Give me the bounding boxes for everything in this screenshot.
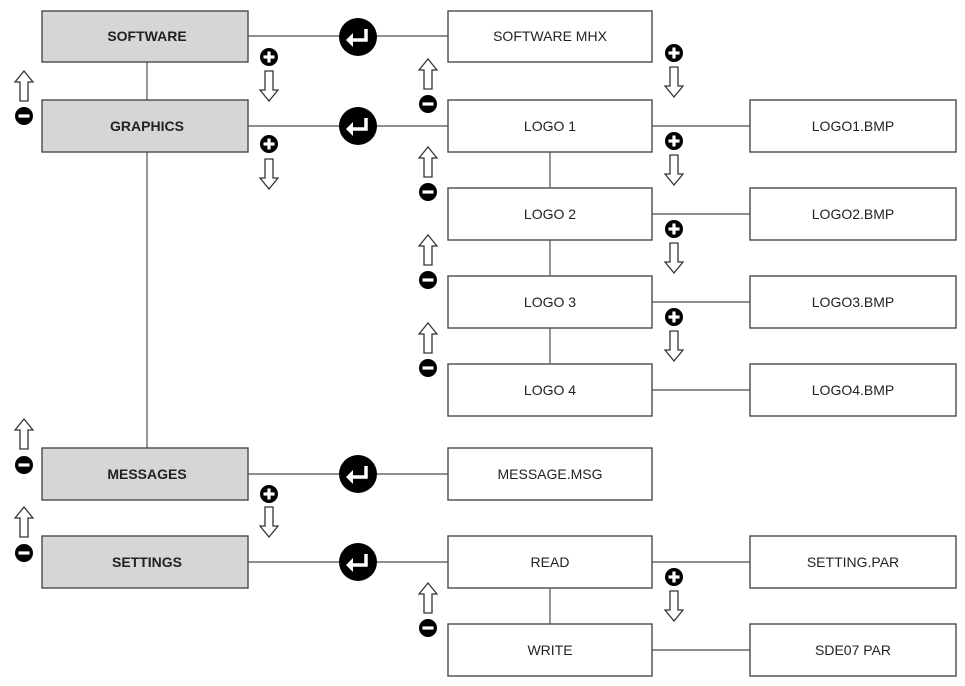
minus-icon[interactable] [15, 107, 33, 125]
file-label-logo2-bmp: LOGO2.BMP [812, 206, 894, 222]
arrow-down-icon [664, 590, 684, 622]
arrow-down-icon [664, 242, 684, 274]
menu-label-software: SOFTWARE [107, 28, 186, 44]
option-minus-icons [418, 58, 438, 637]
enter-icon[interactable] [338, 17, 378, 57]
option-box-read[interactable]: READ [447, 535, 653, 589]
file-label-setting-par: SETTING.PAR [807, 554, 899, 570]
option-box-message-msg[interactable]: MESSAGE.MSG [447, 447, 653, 501]
option-column: SOFTWARE MHX LOGO 1 LOGO 2 LOGO 3 LOGO 4… [447, 10, 653, 677]
menu-label-messages: MESSAGES [107, 466, 186, 482]
arrow-down-icon [259, 70, 279, 102]
option-box-software-mhx[interactable]: SOFTWARE MHX [447, 10, 653, 63]
option-label-write: WRITE [527, 642, 572, 658]
option-box-logo-2[interactable]: LOGO 2 [447, 187, 653, 241]
file-box-logo4-bmp[interactable]: LOGO4.BMP [749, 363, 957, 417]
menu-box-software[interactable]: SOFTWARE [41, 10, 249, 63]
menu-plus-icons [259, 48, 279, 538]
menu-box-messages[interactable]: MESSAGES [41, 447, 249, 501]
minus-icon[interactable] [419, 183, 437, 201]
arrow-up-icon [418, 58, 438, 90]
option-label-read: READ [531, 554, 570, 570]
minus-icon[interactable] [15, 456, 33, 474]
enter-icon[interactable] [338, 106, 378, 146]
plus-icon[interactable] [665, 132, 683, 150]
plus-icon[interactable] [665, 220, 683, 238]
option-box-logo-4[interactable]: LOGO 4 [447, 363, 653, 417]
plus-icon[interactable] [665, 308, 683, 326]
plus-icon[interactable] [665, 44, 683, 62]
option-label-message-msg: MESSAGE.MSG [497, 466, 602, 482]
arrow-up-icon [14, 506, 34, 538]
arrow-up-icon [418, 146, 438, 178]
file-box-sde07-par[interactable]: SDE07 PAR [749, 623, 957, 677]
file-box-logo3-bmp[interactable]: LOGO3.BMP [749, 275, 957, 329]
minus-icon[interactable] [419, 359, 437, 377]
left-nav-icons [14, 70, 34, 562]
file-box-logo2-bmp[interactable]: LOGO2.BMP [749, 187, 957, 241]
menu-box-settings[interactable]: SETTINGS [41, 535, 249, 589]
arrow-down-icon [664, 154, 684, 186]
plus-icon[interactable] [260, 485, 278, 503]
arrow-up-icon [14, 418, 34, 450]
file-column: LOGO1.BMP LOGO2.BMP LOGO3.BMP LOGO4.BMP … [749, 99, 957, 677]
option-label-logo-1: LOGO 1 [524, 118, 576, 134]
arrow-down-icon [259, 506, 279, 538]
enter-icons [338, 17, 378, 582]
file-label-logo4-bmp: LOGO4.BMP [812, 382, 894, 398]
enter-icon[interactable] [338, 454, 378, 494]
file-label-logo3-bmp: LOGO3.BMP [812, 294, 894, 310]
option-box-logo-3[interactable]: LOGO 3 [447, 275, 653, 329]
minus-icon[interactable] [419, 619, 437, 637]
file-box-setting-par[interactable]: SETTING.PAR [749, 535, 957, 589]
menu-label-settings: SETTINGS [112, 554, 182, 570]
plus-icon[interactable] [260, 135, 278, 153]
arrow-down-icon [664, 66, 684, 98]
menu-column: SOFTWARE GRAPHICS MESSAGES SETTINGS [41, 10, 249, 589]
arrow-up-icon [14, 70, 34, 102]
option-box-logo-1[interactable]: LOGO 1 [447, 99, 653, 153]
minus-icon[interactable] [15, 544, 33, 562]
arrow-up-icon [418, 322, 438, 354]
minus-icon[interactable] [419, 271, 437, 289]
option-label-logo-3: LOGO 3 [524, 294, 576, 310]
option-label-logo-4: LOGO 4 [524, 382, 576, 398]
plus-icon[interactable] [665, 568, 683, 586]
file-box-logo1-bmp[interactable]: LOGO1.BMP [749, 99, 957, 153]
arrow-down-icon [259, 158, 279, 190]
plus-icon[interactable] [260, 48, 278, 66]
option-box-write[interactable]: WRITE [447, 623, 653, 677]
option-label-logo-2: LOGO 2 [524, 206, 576, 222]
enter-icon[interactable] [338, 542, 378, 582]
option-label-software-mhx: SOFTWARE MHX [493, 28, 607, 44]
file-label-logo1-bmp: LOGO1.BMP [812, 118, 894, 134]
minus-icon[interactable] [419, 95, 437, 113]
menu-box-graphics[interactable]: GRAPHICS [41, 99, 249, 153]
option-plus-icons [664, 44, 684, 622]
arrow-down-icon [664, 330, 684, 362]
menu-label-graphics: GRAPHICS [110, 118, 184, 134]
arrow-up-icon [418, 234, 438, 266]
arrow-up-icon [418, 582, 438, 614]
file-label-sde07-par: SDE07 PAR [815, 642, 891, 658]
